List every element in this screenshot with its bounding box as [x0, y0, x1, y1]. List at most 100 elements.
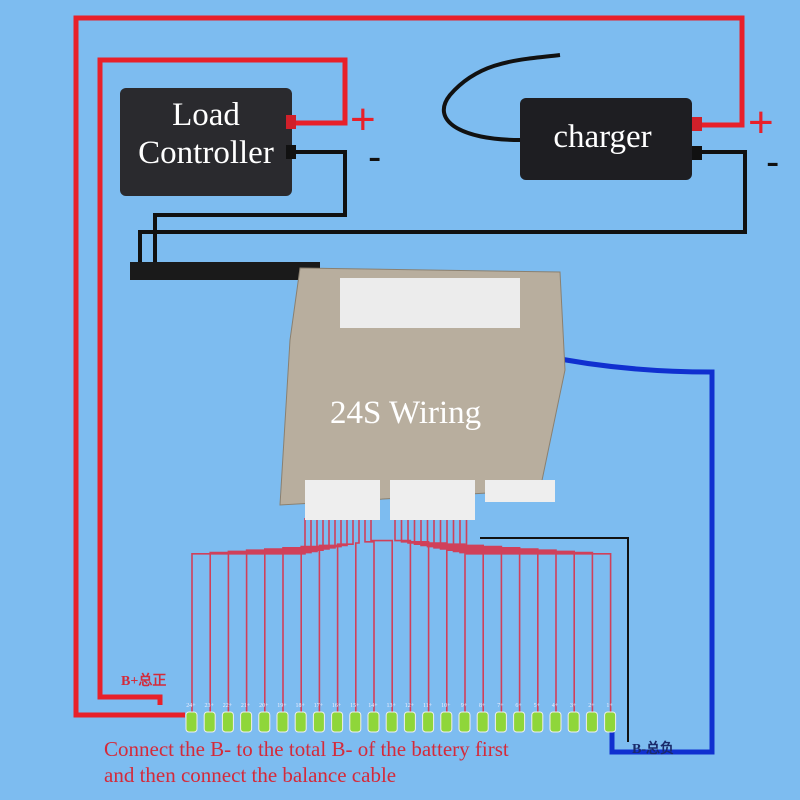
balance-wire — [394, 518, 412, 712]
cell-label: 21+ — [240, 703, 251, 709]
b-minus-wire — [539, 352, 715, 755]
cell-label: 9+ — [460, 703, 468, 709]
battery-cell — [476, 711, 489, 733]
charger-negative-wire — [138, 150, 747, 280]
cell-label: 14+ — [368, 703, 378, 709]
balance-wire — [400, 518, 430, 712]
cell-label: 11+ — [423, 703, 433, 709]
cell-label: 5+ — [533, 703, 540, 709]
cell-label: 6+ — [515, 703, 522, 709]
balance-wire — [318, 518, 348, 712]
battery-cell — [367, 711, 380, 733]
note-line1: Connect the B- to the total B- of the ba… — [104, 737, 509, 761]
balance-wire — [459, 518, 594, 712]
charger-plug-cord — [442, 53, 561, 142]
cell-label: 16+ — [331, 703, 342, 709]
cell-label: 17+ — [313, 703, 324, 709]
cell-label: 10+ — [441, 703, 451, 709]
battery-cell — [604, 711, 617, 733]
battery-cell — [422, 711, 435, 733]
battery-cell — [531, 711, 544, 733]
battery-cell — [240, 711, 253, 733]
cell-label: 23+ — [204, 703, 214, 709]
balance-wire — [282, 518, 336, 712]
battery-cell — [585, 711, 598, 733]
load-plus-terminal — [286, 115, 296, 129]
battery-cell — [349, 711, 362, 733]
load-minus-terminal — [286, 145, 296, 159]
load-label-line1: Load — [172, 97, 240, 133]
balance-wire — [191, 518, 306, 712]
balance-wire — [355, 518, 360, 712]
battery-cell — [276, 711, 289, 733]
battery-cell — [294, 711, 307, 733]
balance-wire — [370, 518, 393, 712]
cell-label: 2+ — [588, 703, 595, 709]
battery-cell — [331, 711, 344, 733]
bms-connector-left — [305, 480, 380, 520]
balance-wire — [209, 518, 312, 712]
cell-label: 1+ — [606, 703, 613, 709]
load-plus-sign: + — [350, 95, 376, 144]
balance-wire — [300, 518, 342, 712]
battery-cell — [458, 711, 471, 733]
balance-wire — [433, 518, 521, 712]
battery-cell — [549, 711, 562, 733]
cell-label: 22+ — [222, 703, 233, 709]
charger-plus-terminal — [692, 117, 702, 131]
cell-label: 3+ — [569, 703, 577, 709]
balance-wire — [336, 518, 354, 712]
load-controller-box — [120, 88, 292, 196]
balance-wire — [420, 518, 484, 712]
battery-cell — [403, 711, 416, 733]
cell-label: 4+ — [551, 703, 559, 709]
b-plus-label: B+总正 — [121, 674, 167, 689]
charger-positive-wire — [73, 15, 745, 718]
cell-label: 18+ — [295, 703, 305, 709]
balance-wire — [465, 518, 612, 712]
battery-cell — [385, 711, 398, 733]
battery-cell — [513, 711, 526, 733]
bms-connector-mid — [390, 480, 475, 520]
battery-cell — [567, 711, 580, 733]
charger-minus-terminal — [692, 146, 702, 160]
balance-wire — [439, 518, 539, 712]
cell-label: 15+ — [350, 703, 360, 709]
cell-label: 12+ — [404, 703, 415, 709]
b-minus-label: B-总负 — [632, 742, 674, 757]
cell-label: 8+ — [478, 703, 486, 709]
load-positive-wire — [97, 57, 348, 705]
battery-cell — [494, 711, 507, 733]
balance-wire — [364, 518, 375, 712]
bms-label: 24S Wiring — [330, 395, 482, 431]
load-controller-label: Load Controller — [122, 96, 290, 172]
bms-connector-right — [485, 480, 555, 502]
load-label-line2: Controller — [138, 135, 274, 171]
charger-minus-sign: - — [766, 140, 780, 184]
battery-cell — [203, 711, 216, 733]
battery-cell — [258, 711, 271, 733]
charger-plus-sign: + — [748, 98, 774, 147]
cell-label: 13+ — [386, 703, 396, 709]
cell-label: 19+ — [277, 703, 287, 709]
bms-cable — [130, 262, 320, 280]
note-line2: and then connect the balance cable — [104, 763, 397, 787]
bms-sticker — [340, 278, 520, 328]
balance-wire — [245, 518, 324, 712]
charger-label: charger — [553, 119, 652, 155]
cell-label: 20+ — [259, 703, 269, 709]
balance-wire — [426, 518, 503, 712]
instruction-note: Connect the B- to the total B- of the ba… — [104, 736, 509, 788]
balance-wire — [452, 518, 575, 712]
battery-cell — [440, 711, 453, 733]
balance-wire — [264, 518, 330, 712]
battery-cell — [221, 711, 234, 733]
charger-box — [520, 98, 692, 180]
cell-label: 24+ — [186, 703, 196, 709]
battery-cell — [312, 711, 325, 733]
cell-label: 7+ — [497, 703, 504, 709]
load-minus-sign: - — [368, 135, 382, 179]
b-minus-sense-wire — [480, 537, 629, 742]
balance-wire — [446, 518, 557, 712]
